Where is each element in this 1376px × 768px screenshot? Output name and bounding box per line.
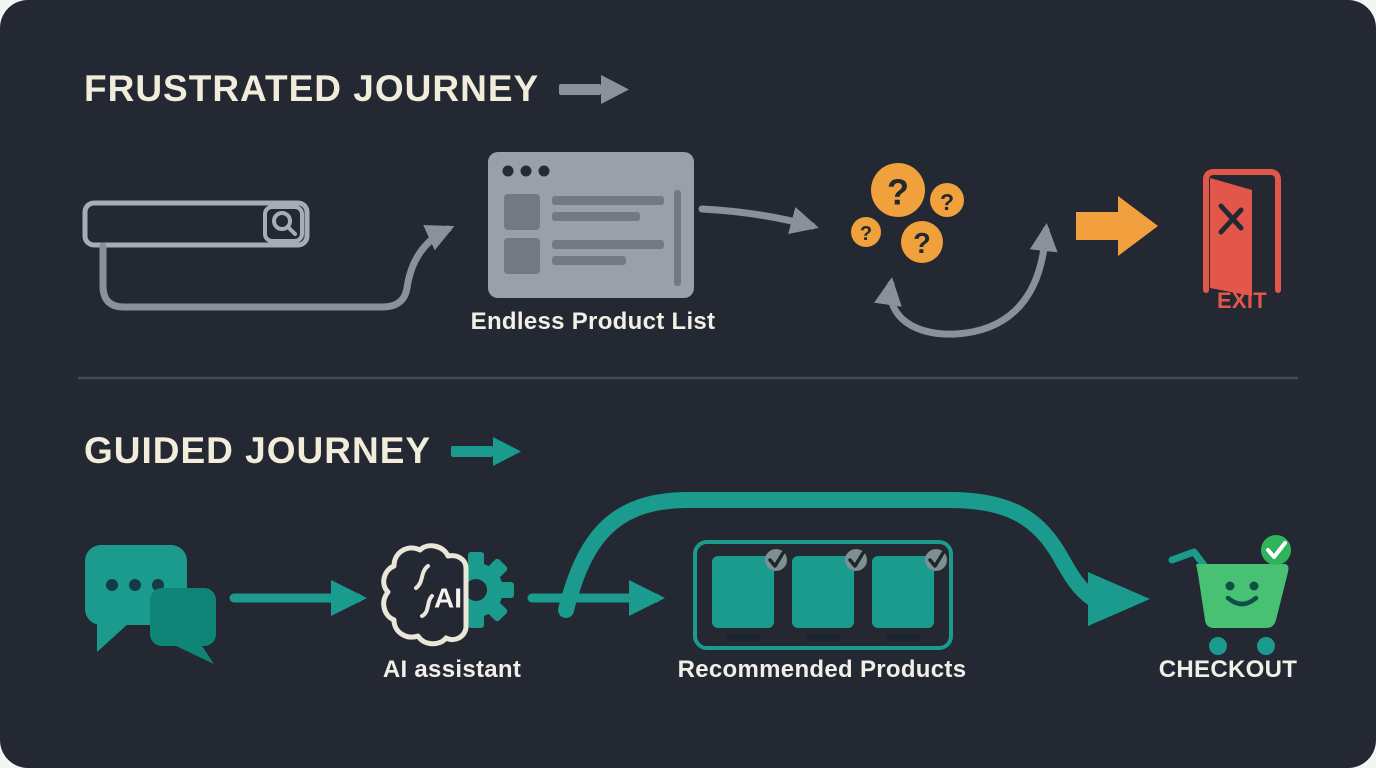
smiley-face-icon <box>1225 581 1259 607</box>
check-badge-icon <box>845 549 867 571</box>
magnifier-icon <box>272 211 297 236</box>
question-mark-glyph: ? <box>860 223 872 245</box>
confusion-loop-arrow <box>874 223 1058 338</box>
browser-window-icon <box>488 152 694 298</box>
guided-journey-title: GUIDED JOURNEY <box>84 430 432 471</box>
guided-swoosh-arrow <box>558 492 1150 626</box>
check-badge-icon <box>765 549 787 571</box>
frustrated-journey-title: FRUSTRATED JOURNEY <box>84 68 540 109</box>
frustrated-journey-title-row: FRUSTRATED JOURNEY <box>84 68 631 110</box>
checkout-cart-icon <box>1168 535 1291 655</box>
recommended-products-icon <box>693 540 953 650</box>
green-check-badge-icon <box>1261 535 1291 565</box>
brain-icon <box>381 543 469 647</box>
checkout-label: CHECKOUT <box>1158 656 1298 683</box>
ai-badge-text: AI <box>434 583 462 614</box>
gray-title-arrow-icon <box>559 74 630 104</box>
connector-list-to-questions <box>698 205 819 235</box>
check-badge-icon <box>925 549 947 571</box>
question-mark-glyph: ? <box>913 228 931 260</box>
question-mark-glyph: ? <box>887 172 909 213</box>
chat-bubbles-icon <box>85 545 216 664</box>
question-mark-glyph: ? <box>940 189 954 215</box>
exit-door-icon <box>1203 169 1281 296</box>
guided-journey-title-row: GUIDED JOURNEY <box>84 430 523 472</box>
search-bar-icon <box>82 200 310 248</box>
connector-search-to-list <box>99 224 455 311</box>
exit-label: EXIT <box>1216 288 1268 313</box>
question-marks-icon: ? ? ? ? <box>851 163 964 263</box>
x-mark-icon <box>1218 203 1244 235</box>
teal-title-arrow-icon <box>451 436 522 466</box>
recommended-products-label: Recommended Products <box>677 656 967 683</box>
exit-arrow-icon <box>1076 196 1158 256</box>
ai-assistant-label: AI assistant <box>382 656 522 683</box>
scrollbar-icon <box>674 190 681 286</box>
ai-assistant-icon: AI <box>381 543 514 647</box>
endless-product-list-label: Endless Product List <box>470 308 716 335</box>
